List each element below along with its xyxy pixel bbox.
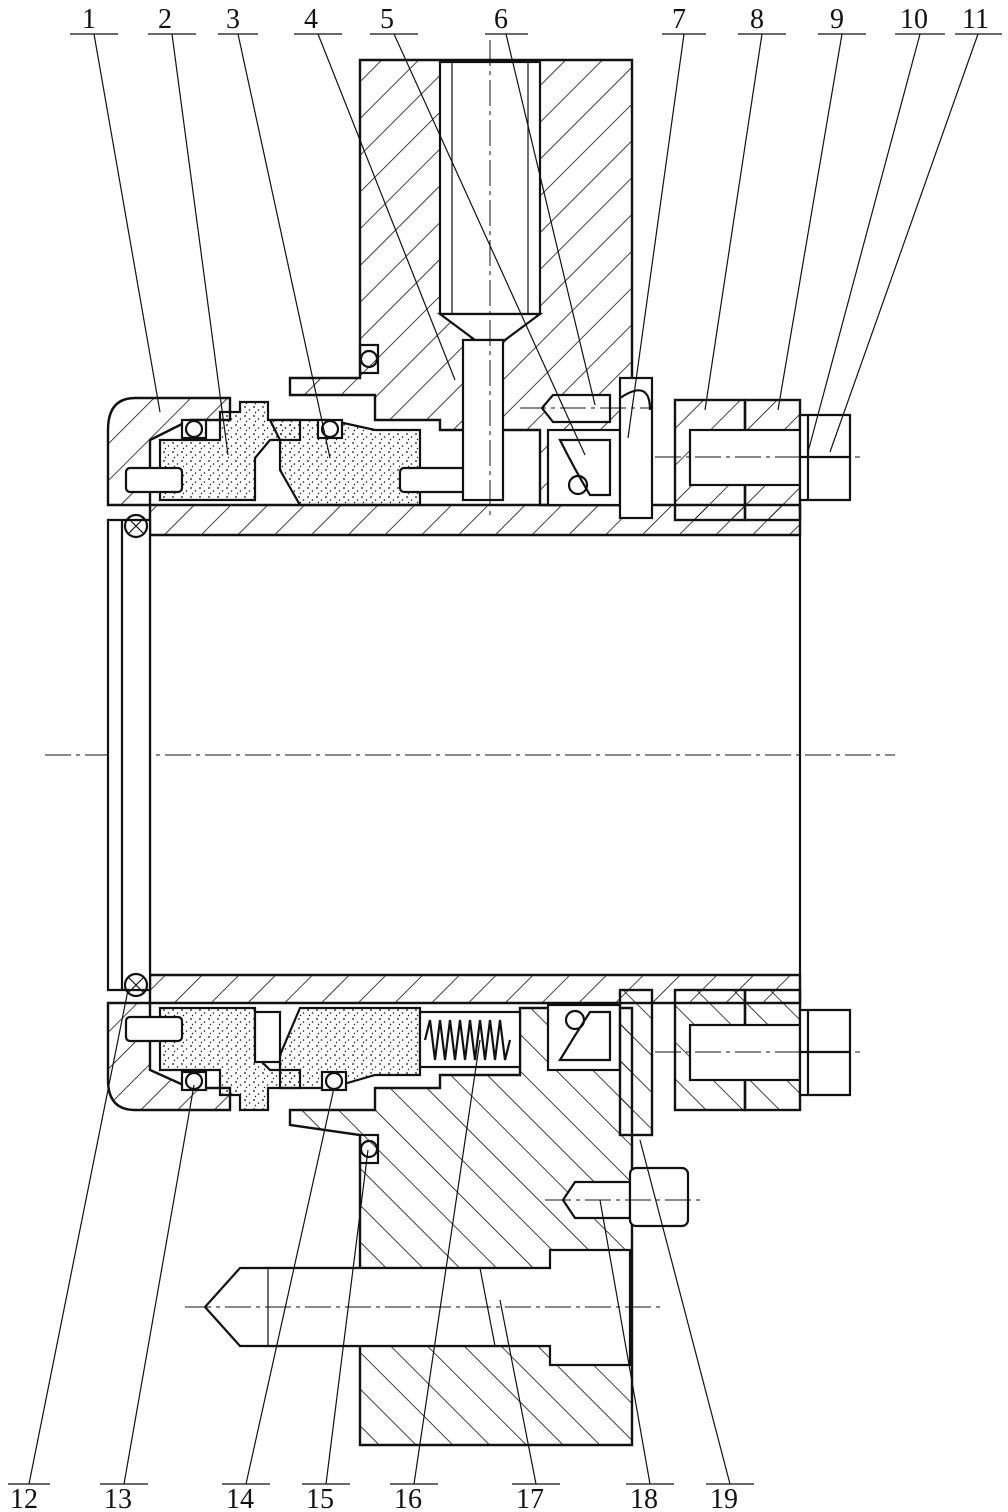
callout-17: 17 [516, 1484, 544, 1512]
pin-bottom-left [124, 1015, 184, 1043]
left-end-ring [106, 518, 152, 992]
callout-labels-bottom: 12 13 14 15 16 17 18 19 [10, 1484, 738, 1512]
seal-ring-3-top [268, 418, 422, 507]
o-ring-12 [123, 972, 149, 998]
callout-13: 13 [104, 1484, 132, 1512]
o-ring-12-top [123, 513, 149, 539]
callout-3: 3 [226, 4, 240, 35]
nut-assembly-top [655, 398, 860, 522]
callout-2: 2 [158, 4, 172, 35]
pin-top-left [124, 466, 184, 494]
callout-12: 12 [10, 1484, 38, 1512]
screw-18 [545, 1166, 700, 1228]
callout-1: 1 [82, 4, 96, 35]
callout-labels-top: 1 2 3 4 5 6 7 8 9 10 11 [82, 4, 989, 35]
lip-seal-bottom [546, 1003, 622, 1072]
callout-18: 18 [630, 1484, 658, 1512]
callout-9: 9 [830, 4, 844, 35]
spring-16 [418, 1010, 522, 1069]
callout-19: 19 [710, 1484, 738, 1512]
callout-4: 4 [304, 4, 318, 35]
seal-ring-14-bottom [278, 1006, 422, 1090]
callout-8: 8 [750, 4, 764, 35]
callout-16: 16 [394, 1484, 422, 1512]
section-geometry [45, 40, 895, 1447]
callout-10: 10 [900, 4, 928, 35]
screw-6 [520, 393, 650, 424]
callout-15: 15 [306, 1484, 334, 1512]
lip-seal-5-top [546, 428, 622, 507]
plate-18 [618, 988, 654, 1137]
callout-5: 5 [380, 4, 394, 35]
callout-14: 14 [226, 1484, 254, 1512]
spring-seat [253, 1010, 282, 1064]
nut-assembly-bottom [655, 988, 860, 1112]
callout-6: 6 [494, 4, 508, 35]
leader-lines [8, 33, 1002, 1485]
callout-11: 11 [962, 4, 989, 35]
plate-7-top [618, 376, 654, 520]
callout-7: 7 [672, 4, 686, 35]
